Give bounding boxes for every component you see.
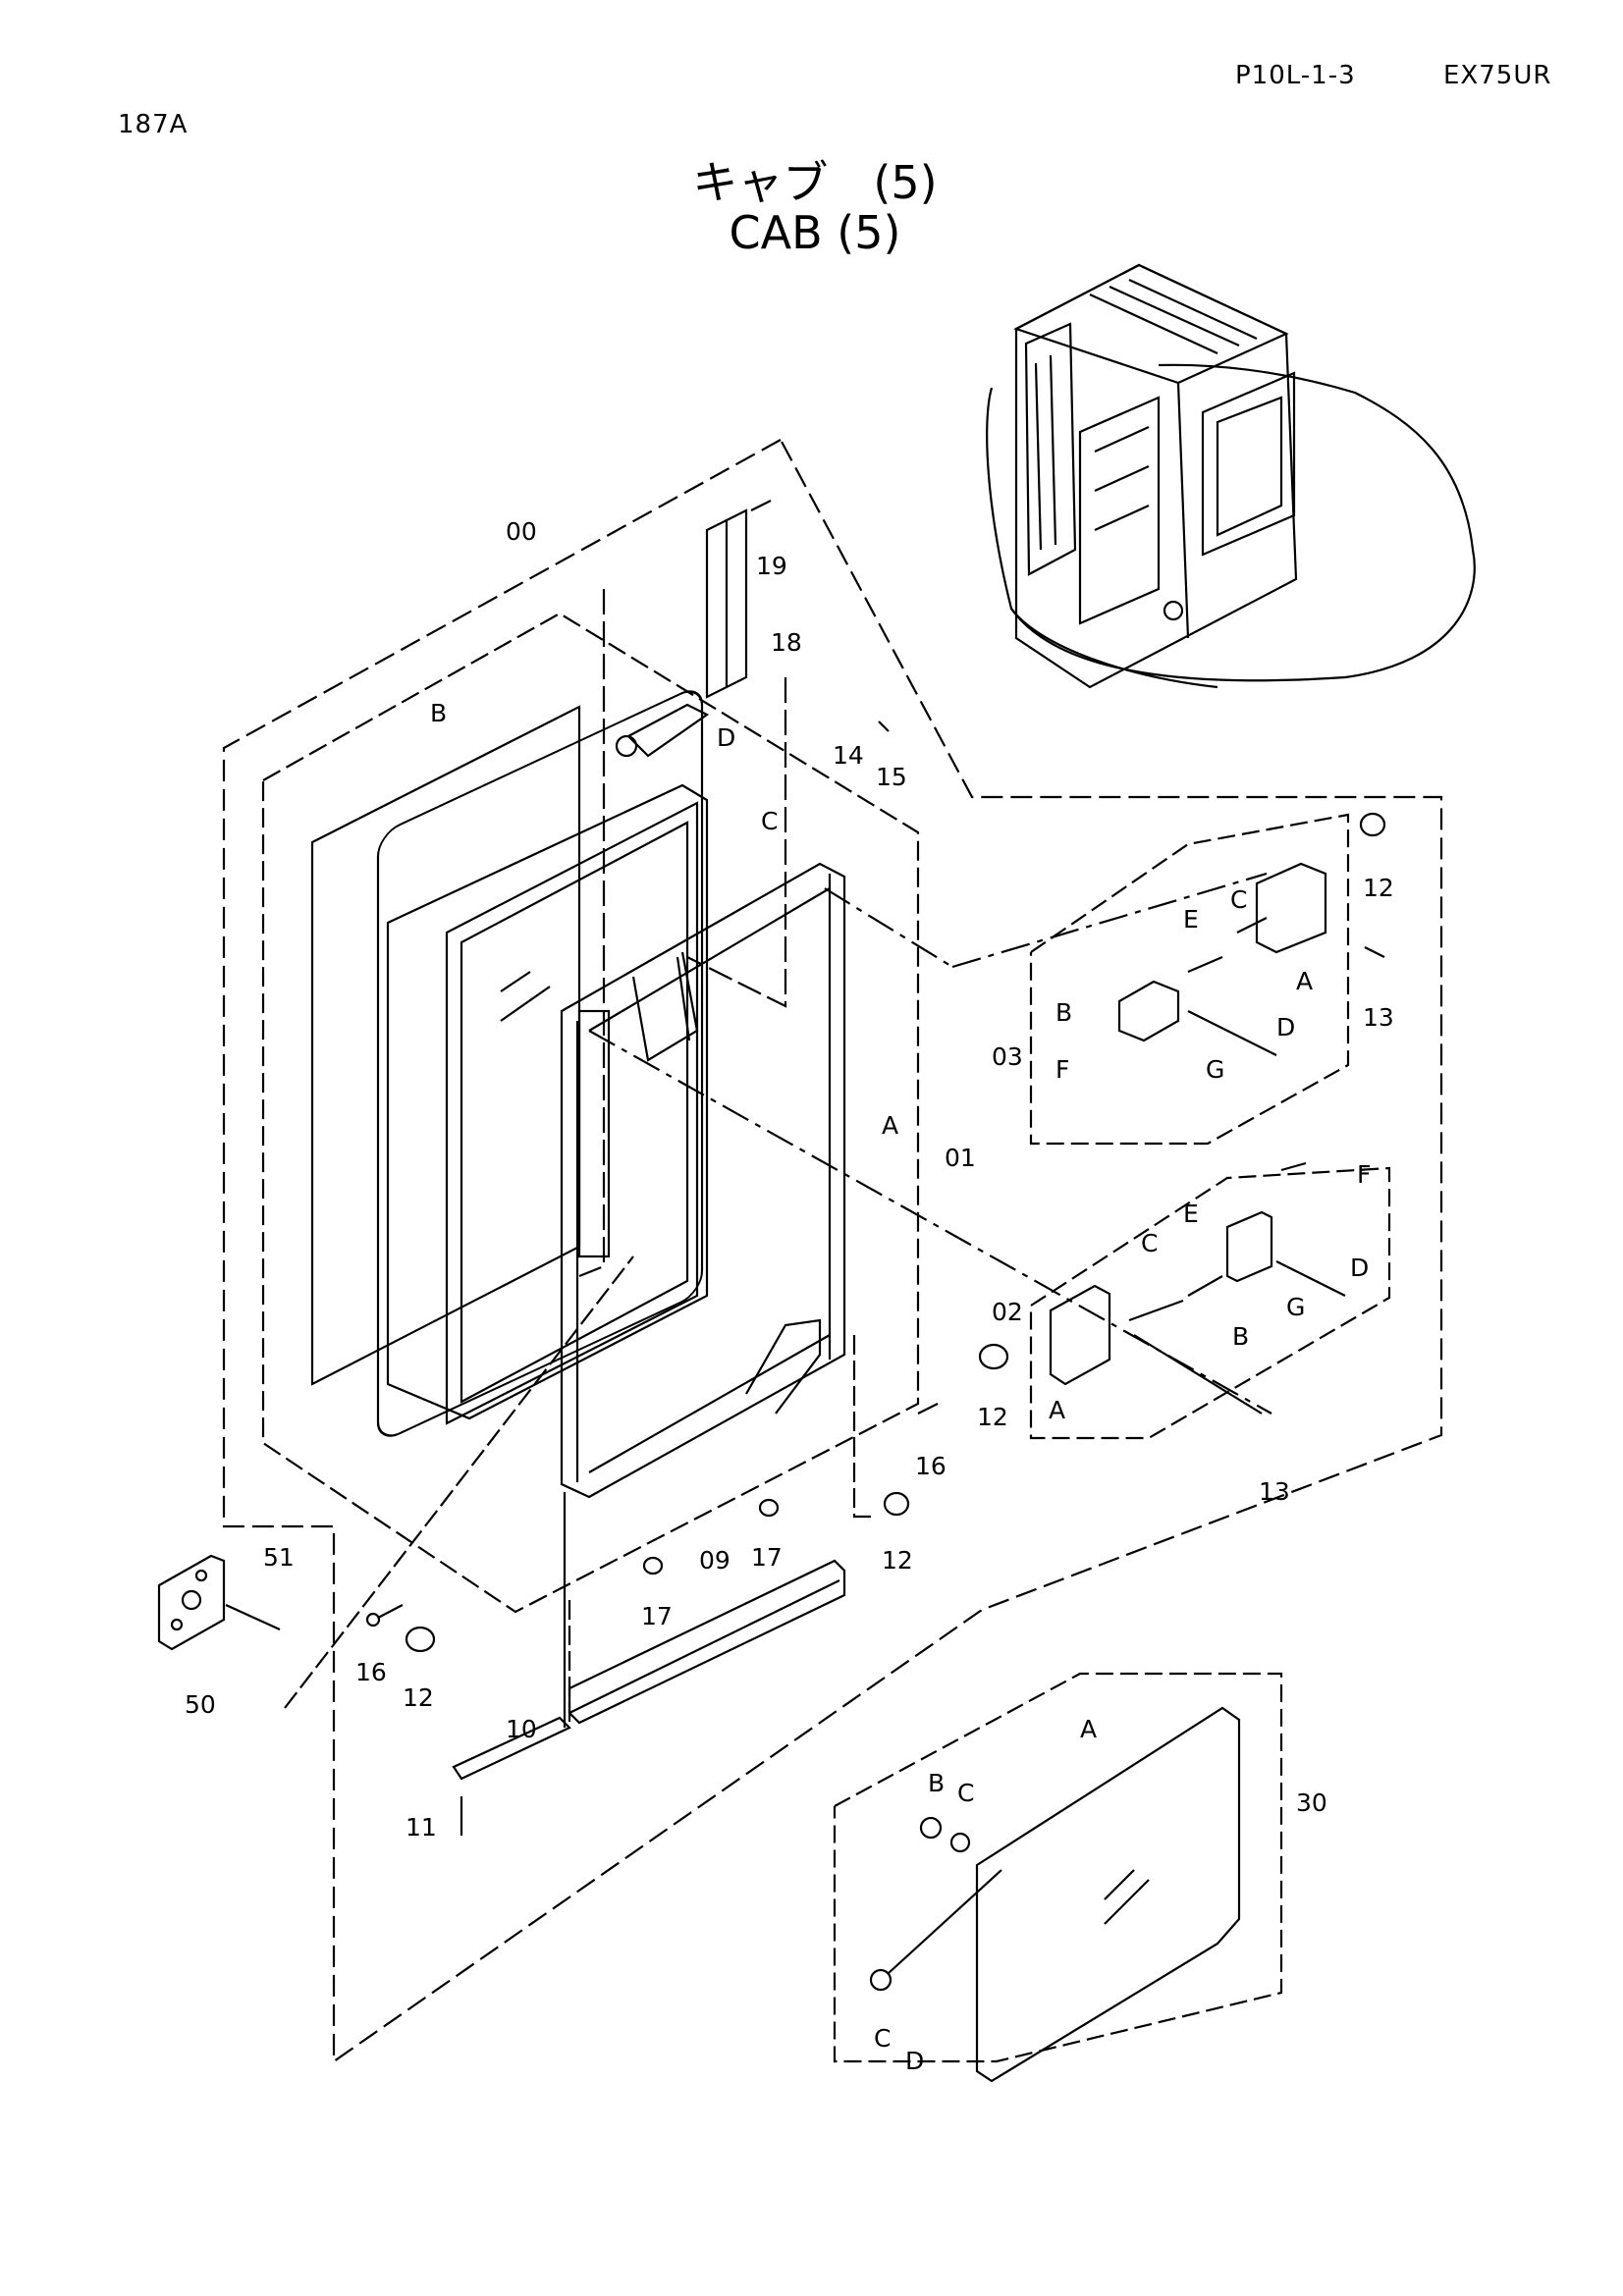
- label-13-upper: 13: [1363, 1003, 1394, 1032]
- label-b-glass: B: [430, 699, 447, 727]
- bushing-12-left: [405, 1626, 436, 1653]
- label-12-left: 12: [403, 1683, 434, 1712]
- plate-50: [157, 1554, 226, 1651]
- label-50: 50: [185, 1690, 216, 1719]
- label-d-lower-hinge: D: [1350, 1254, 1369, 1282]
- label-11: 11: [406, 1813, 437, 1842]
- label-51: 51: [263, 1543, 295, 1572]
- machine-overview-illustration: [986, 263, 1476, 689]
- label-10: 10: [506, 1715, 537, 1743]
- label-c-seal: C: [761, 807, 778, 835]
- label-f-upper-hinge: F: [1055, 1055, 1069, 1084]
- label-a-upper-hinge: A: [1296, 967, 1313, 995]
- title-english: CAB (5): [729, 206, 901, 259]
- label-12-upper-hinge: 12: [1363, 874, 1394, 902]
- label-01: 01: [945, 1144, 976, 1172]
- label-14: 14: [833, 741, 864, 770]
- label-16-right: 16: [915, 1452, 947, 1480]
- rail-bracket-10: [452, 1716, 571, 1781]
- label-09: 09: [699, 1546, 730, 1575]
- label-d-window-bottom: D: [905, 2047, 924, 2075]
- assembly-boundary: [222, 439, 1443, 2064]
- window-glass-inner: [460, 821, 689, 1404]
- label-g-upper-hinge: G: [1206, 1055, 1224, 1084]
- seal-frame-outer: [376, 690, 704, 1437]
- label-e-upper-hinge: E: [1183, 905, 1199, 934]
- label-12-mid: 12: [882, 1546, 913, 1575]
- hinge-03-boundary: [1029, 813, 1350, 1146]
- label-a-frame: A: [882, 1111, 898, 1140]
- label-17-right: 17: [751, 1543, 783, 1572]
- label-03: 03: [992, 1042, 1023, 1071]
- label-16-left: 16: [355, 1658, 387, 1686]
- label-b-upper-hinge: B: [1055, 998, 1072, 1027]
- label-12-lower-hinge: 12: [977, 1403, 1008, 1431]
- seal-frame: [386, 783, 709, 1420]
- hinge-02-boundary: [1029, 1166, 1391, 1440]
- rail-09: [568, 1559, 846, 1725]
- handle-18: [705, 508, 748, 699]
- label-d-grip: D: [717, 723, 735, 752]
- label-15: 15: [876, 763, 907, 791]
- label-c-window: C: [957, 1779, 974, 1807]
- side-window-glass: [975, 1706, 1241, 2083]
- label-18: 18: [771, 628, 802, 657]
- model-name: EX75UR: [1443, 61, 1552, 90]
- door-frame-a: [560, 862, 846, 1499]
- door-panel-outline: [261, 612, 920, 1614]
- label-b-lower-hinge: B: [1232, 1322, 1249, 1351]
- label-13-lower: 13: [1259, 1477, 1290, 1506]
- label-02: 02: [992, 1298, 1023, 1326]
- label-e-lower-hinge: E: [1183, 1200, 1199, 1228]
- label-00: 00: [506, 517, 537, 546]
- label-17-left: 17: [641, 1602, 673, 1630]
- title-japanese: キャブ (5): [692, 156, 938, 209]
- label-c-lower-hinge: C: [1141, 1229, 1158, 1257]
- label-b-window: B: [928, 1769, 945, 1797]
- label-30: 30: [1296, 1789, 1327, 1817]
- label-a-lower-hinge: A: [1049, 1396, 1065, 1424]
- label-a-window: A: [1080, 1715, 1097, 1743]
- part-d-grip: [626, 703, 710, 758]
- label-19: 19: [756, 552, 787, 580]
- window-30-boundary: [833, 1672, 1283, 2063]
- seal-frame-inner: [445, 801, 699, 1425]
- page-code: P10L-1-3: [1235, 61, 1356, 90]
- sheet-number: 187A: [118, 110, 189, 139]
- label-c-upper-hinge: C: [1230, 885, 1247, 914]
- label-c-window-bottom: C: [874, 2024, 891, 2053]
- label-d-upper-hinge: D: [1276, 1013, 1295, 1041]
- label-g-lower-hinge: G: [1286, 1293, 1305, 1321]
- label-f-lower-hinge: F: [1357, 1160, 1371, 1189]
- door-handle: [631, 951, 699, 1062]
